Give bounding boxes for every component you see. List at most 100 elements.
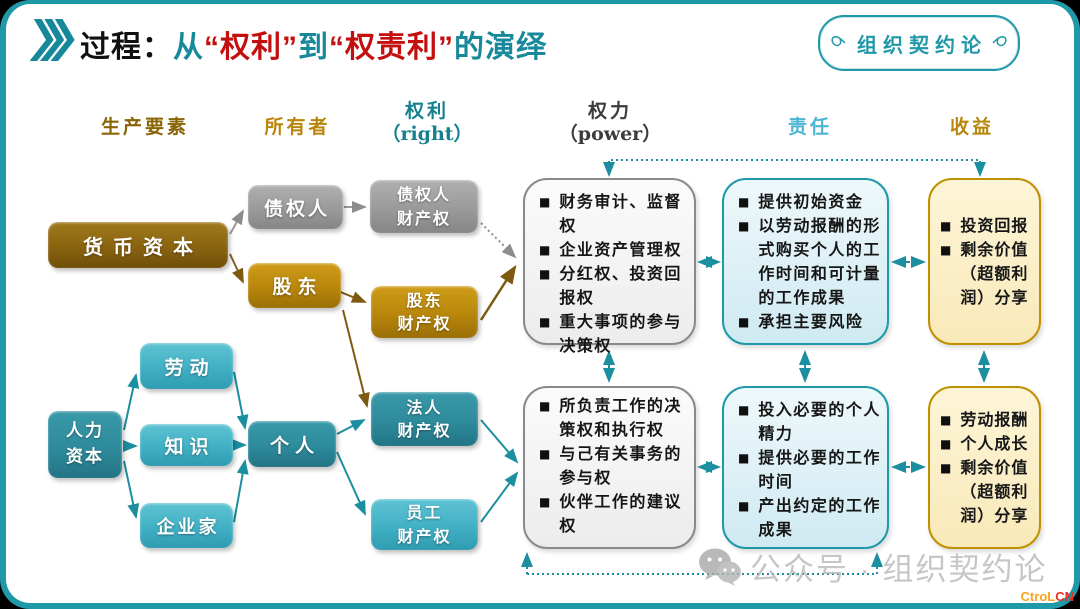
- duty-box-individual-list: ■ 投入必要的个人精力 ■ 提供必要的工作时间 ■产出约定的工作成果: [738, 398, 881, 542]
- chevron-logo-icon: [30, 19, 75, 61]
- node-label-line: 债权人: [396, 185, 451, 205]
- column-header-right-en: （right）: [381, 122, 473, 145]
- node-money-capital: 货币资本: [48, 222, 228, 268]
- list-item-text: 个人成长: [960, 433, 1029, 453]
- node-label-line: 财产权: [397, 421, 452, 440]
- list-item-text: 剩余价值（超额利润）分享: [960, 457, 1029, 525]
- node-label-line: 财产权: [397, 314, 452, 333]
- bullet-square-icon: ■: [940, 218, 952, 233]
- list-item-text: 财务审计、监督权: [559, 192, 682, 235]
- corner-watermark-part1: CtroL: [1020, 589, 1056, 604]
- duty-box-individual: ■ 投入必要的个人精力 ■ 提供必要的工作时间 ■产出约定的工作成果: [722, 386, 889, 549]
- bullet-square-icon: ■: [539, 195, 551, 209]
- node-label-line: 法人: [406, 397, 443, 417]
- node-creditor: 债权人: [248, 185, 343, 229]
- node-legal-person-property-right: 法人 财产权: [371, 392, 478, 446]
- bullet-square-icon: ■: [738, 498, 750, 513]
- bullet-square-icon: ■: [738, 195, 750, 209]
- title-part: “权利”: [204, 31, 298, 64]
- list-item: ■ 个人成长: [940, 432, 1035, 456]
- column-header-power-cn: 权力: [587, 100, 632, 122]
- benefit-box-individual: ■劳动报酬 ■ 个人成长 ■ 剩余价值（超额利润）分享: [928, 386, 1041, 549]
- benefit-box-individual-list: ■劳动报酬 ■ 个人成长 ■ 剩余价值（超额利润）分享: [940, 408, 1035, 528]
- benefit-box-capital-list: ■ 投资回报 ■ 剩余价值（超额利润）分享: [940, 214, 1035, 310]
- node-employee-property-right: 员工 财产权: [371, 499, 478, 550]
- bullet-square-icon: ■: [539, 399, 551, 413]
- column-header-power-en: （power）: [558, 122, 662, 145]
- node-entrepreneur: 企业家: [140, 503, 233, 548]
- column-header-duty: 责任: [787, 116, 832, 138]
- bullet-square-icon: ■: [940, 436, 952, 451]
- list-item-text: 重大事项的参与决策权: [559, 312, 682, 355]
- list-item: ■与己有关事务的参与权: [539, 442, 688, 490]
- list-item: ■ 财务审计、监督权: [539, 190, 688, 238]
- bullet-square-icon: ■: [738, 315, 750, 329]
- power-box-individual: ■ 所负责工作的决策权和执行权 ■与己有关事务的参与权 ■ 伙伴工作的建议权: [523, 386, 696, 549]
- list-item-text: 投入必要的个人精力: [758, 399, 881, 443]
- list-item-text: 提供初始资金: [758, 192, 864, 211]
- duty-box-capital-list: ■提供初始资金 ■以劳动报酬的形式购买个人的工作时间和可计量的工作成果 ■承担主…: [738, 190, 881, 334]
- bullet-square-icon: ■: [940, 242, 952, 257]
- list-item: ■ 投入必要的个人精力: [738, 398, 881, 446]
- brand-badge-label: 组织契约论: [857, 34, 987, 57]
- column-header-right-cn: 权利: [404, 100, 449, 122]
- wechat-icon: [699, 548, 741, 586]
- title-part: “权责利”: [329, 31, 454, 64]
- list-item-text: 所负责工作的决策权和执行权: [559, 396, 682, 439]
- bullet-square-icon: ■: [738, 402, 750, 417]
- column-header-owners: 所有者: [264, 116, 331, 138]
- list-item: ■以劳动报酬的形式购买个人的工作时间和可计量的工作成果: [738, 214, 881, 310]
- bullet-square-icon: ■: [539, 267, 551, 281]
- list-item: ■ 提供初始资金: [738, 190, 881, 214]
- node-label-line: 股东: [406, 290, 443, 310]
- node-labor: 劳动: [140, 343, 233, 389]
- node-shareholder: 股东: [248, 263, 341, 308]
- list-item: ■产出约定的工作成果: [738, 494, 881, 542]
- corner-watermark-part2: CN: [1055, 589, 1074, 604]
- bullet-square-icon: ■: [539, 243, 551, 257]
- node-knowledge: 知识: [140, 424, 233, 466]
- list-item: ■ 分红权、投资回报权: [539, 262, 688, 310]
- node-shareholder-property-right: 股东 财产权: [371, 286, 478, 338]
- bullet-square-icon: ■: [940, 460, 952, 475]
- power-box-capital-list: ■ 财务审计、监督权 ■ 企业资产管理权 ■ 分红权、投资回报权 ■ 重大事项的参与决策…: [539, 190, 688, 358]
- list-item: ■ 投资回报: [940, 214, 1035, 238]
- list-item-text: 分红权、投资回报权: [559, 264, 682, 307]
- list-item-text: 剩余价值（超额利润）分享: [960, 239, 1029, 307]
- list-item-text: 企业资产管理权: [559, 240, 682, 259]
- power-box-individual-list: ■ 所负责工作的决策权和执行权 ■与己有关事务的参与权 ■ 伙伴工作的建议权: [539, 394, 688, 538]
- power-box-capital: ■ 财务审计、监督权 ■ 企业资产管理权 ■ 分红权、投资回报权 ■ 重大事项的参与决策…: [523, 178, 696, 355]
- bullet-square-icon: ■: [539, 315, 551, 329]
- bullet-square-icon: ■: [940, 412, 952, 427]
- bullet-square-icon: ■: [539, 447, 551, 461]
- list-item: ■承担主要风险: [738, 310, 881, 334]
- list-item: ■劳动报酬: [940, 408, 1035, 432]
- benefit-box-capital: ■ 投资回报 ■ 剩余价值（超额利润）分享: [928, 178, 1041, 345]
- list-item: ■ 企业资产管理权: [539, 238, 688, 262]
- badge-flourish-icon: [831, 36, 846, 47]
- column-header-factors: 生产要素: [100, 116, 189, 138]
- title-part: 过程：: [80, 31, 173, 64]
- list-item-text: 伙伴工作的建议权: [559, 492, 682, 535]
- watermark: 公众号 · 组织契约论: [698, 544, 1048, 589]
- list-item: ■ 重大事项的参与决策权: [539, 310, 688, 358]
- column-header-right: 权利 （right）: [368, 100, 486, 146]
- list-item-text: 投资回报: [960, 215, 1029, 235]
- node-label-line: 资本: [66, 446, 104, 467]
- node-label-line: 财产权: [396, 208, 451, 228]
- node-creditor-property-right: 债权人 财产权: [370, 180, 478, 233]
- bullet-square-icon: ■: [539, 495, 551, 509]
- list-item: ■ 剩余价值（超额利润）分享: [940, 238, 1035, 310]
- page-title: 过程：从“权利”到“权责利”的演绎: [80, 22, 547, 66]
- title-part: 从: [173, 31, 204, 64]
- brand-badge: 组织契约论: [818, 15, 1020, 71]
- list-item-text: 提供必要的工作时间: [758, 447, 881, 491]
- list-item: ■ 伙伴工作的建议权: [539, 490, 688, 538]
- corner-watermark: CtroLCN: [1021, 589, 1074, 604]
- node-human-capital: 人力 资本: [48, 411, 122, 478]
- list-item: ■ 剩余价值（超额利润）分享: [940, 456, 1035, 528]
- node-individual: 个人: [248, 421, 336, 467]
- badge-flourish-icon: [992, 36, 1007, 47]
- list-item-text: 以劳动报酬的形式购买个人的工作时间和可计量的工作成果: [758, 216, 881, 307]
